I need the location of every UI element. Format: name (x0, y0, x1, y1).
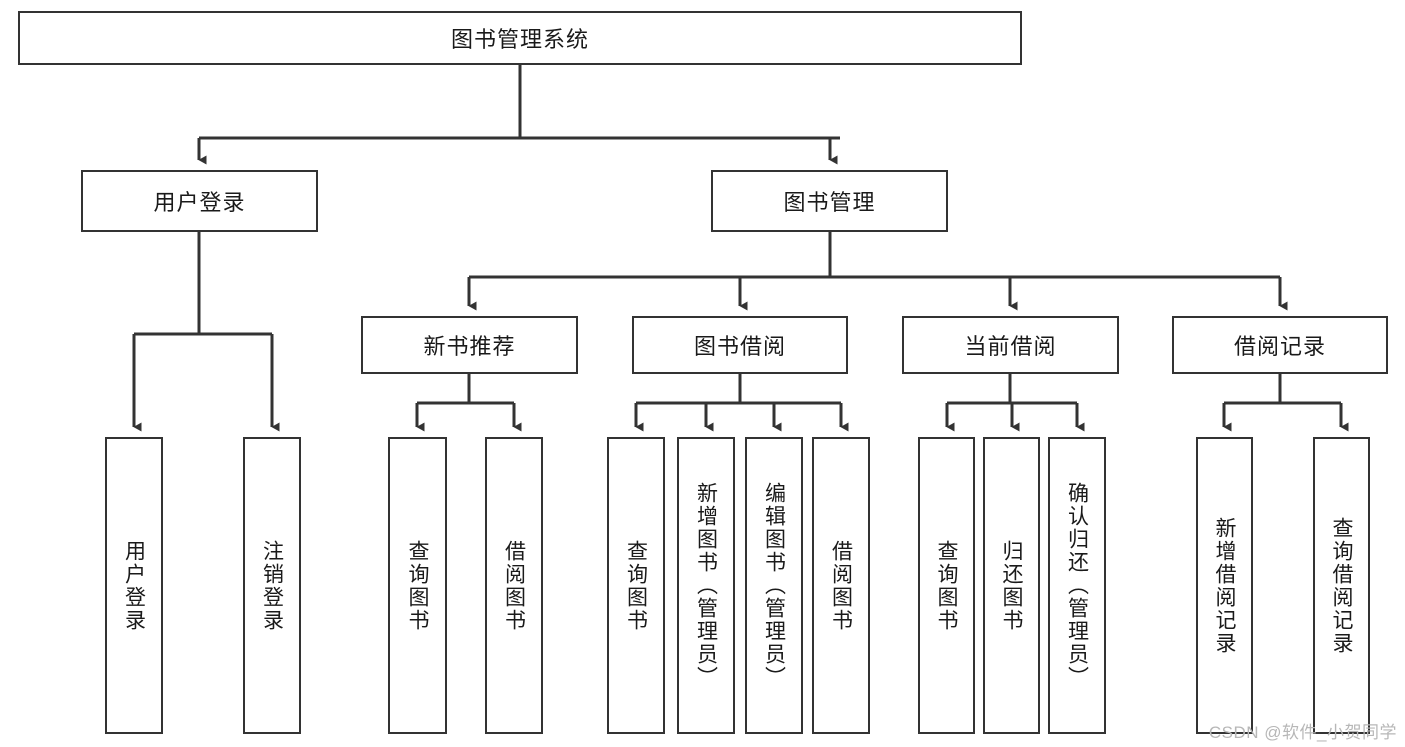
node-label: 借阅图书 (502, 539, 526, 632)
node-label: 当前借阅 (964, 334, 1057, 359)
node-user-login-module[interactable]: 用户登录 (81, 170, 318, 232)
node-label: 用户登录 (153, 190, 246, 215)
watermark-text: CSDN @软件_小贺同学 (1208, 723, 1397, 742)
leaf-borrow-book-newbook[interactable]: 借阅图书 (485, 437, 543, 734)
node-new-book-recommend[interactable]: 新书推荐 (361, 316, 578, 374)
node-label: 图书管理系统 (450, 27, 589, 52)
leaf-add-borrow-record[interactable]: 新增借阅记录 (1196, 437, 1253, 734)
leaf-confirm-return-admin[interactable]: 确认归还（管理员） (1048, 437, 1106, 734)
node-borrow-record[interactable]: 借阅记录 (1172, 316, 1388, 374)
leaf-user-logout[interactable]: 注销登录 (243, 437, 301, 734)
node-label: 编辑图书（管理员） (762, 482, 786, 689)
node-label: 图书借阅 (693, 334, 786, 359)
node-book-management-module[interactable]: 图书管理 (711, 170, 948, 232)
leaf-add-book-admin[interactable]: 新增图书（管理员） (677, 437, 735, 734)
node-label: 新书推荐 (423, 334, 516, 359)
node-label: 借阅记录 (1233, 334, 1326, 359)
leaf-query-book-current[interactable]: 查询图书 (918, 437, 975, 734)
node-label: 借阅图书 (829, 539, 853, 632)
node-book-borrow[interactable]: 图书借阅 (632, 316, 848, 374)
node-label: 确认归还（管理员） (1065, 482, 1089, 689)
node-label: 用户登录 (122, 539, 146, 632)
leaf-query-book-borrow[interactable]: 查询图书 (607, 437, 665, 734)
node-label: 新增图书（管理员） (694, 482, 718, 689)
leaf-borrow-book[interactable]: 借阅图书 (812, 437, 870, 734)
node-current-borrow[interactable]: 当前借阅 (902, 316, 1119, 374)
node-label: 图书管理 (783, 190, 876, 215)
node-label: 查询图书 (406, 539, 429, 632)
leaf-edit-book-admin[interactable]: 编辑图书（管理员） (745, 437, 803, 734)
leaf-query-borrow-record[interactable]: 查询借阅记录 (1313, 437, 1370, 734)
leaf-query-book-newbook[interactable]: 查询图书 (388, 437, 447, 734)
node-root-system[interactable]: 图书管理系统 (18, 11, 1022, 65)
node-label: 归还图书 (1000, 539, 1023, 632)
node-label: 新增借阅记录 (1213, 516, 1236, 655)
leaf-return-book[interactable]: 归还图书 (983, 437, 1040, 734)
node-label: 查询图书 (935, 539, 958, 632)
node-label: 查询借阅记录 (1330, 516, 1353, 655)
node-label: 查询图书 (624, 539, 648, 632)
node-label: 注销登录 (260, 539, 284, 632)
leaf-user-login[interactable]: 用户登录 (105, 437, 163, 734)
